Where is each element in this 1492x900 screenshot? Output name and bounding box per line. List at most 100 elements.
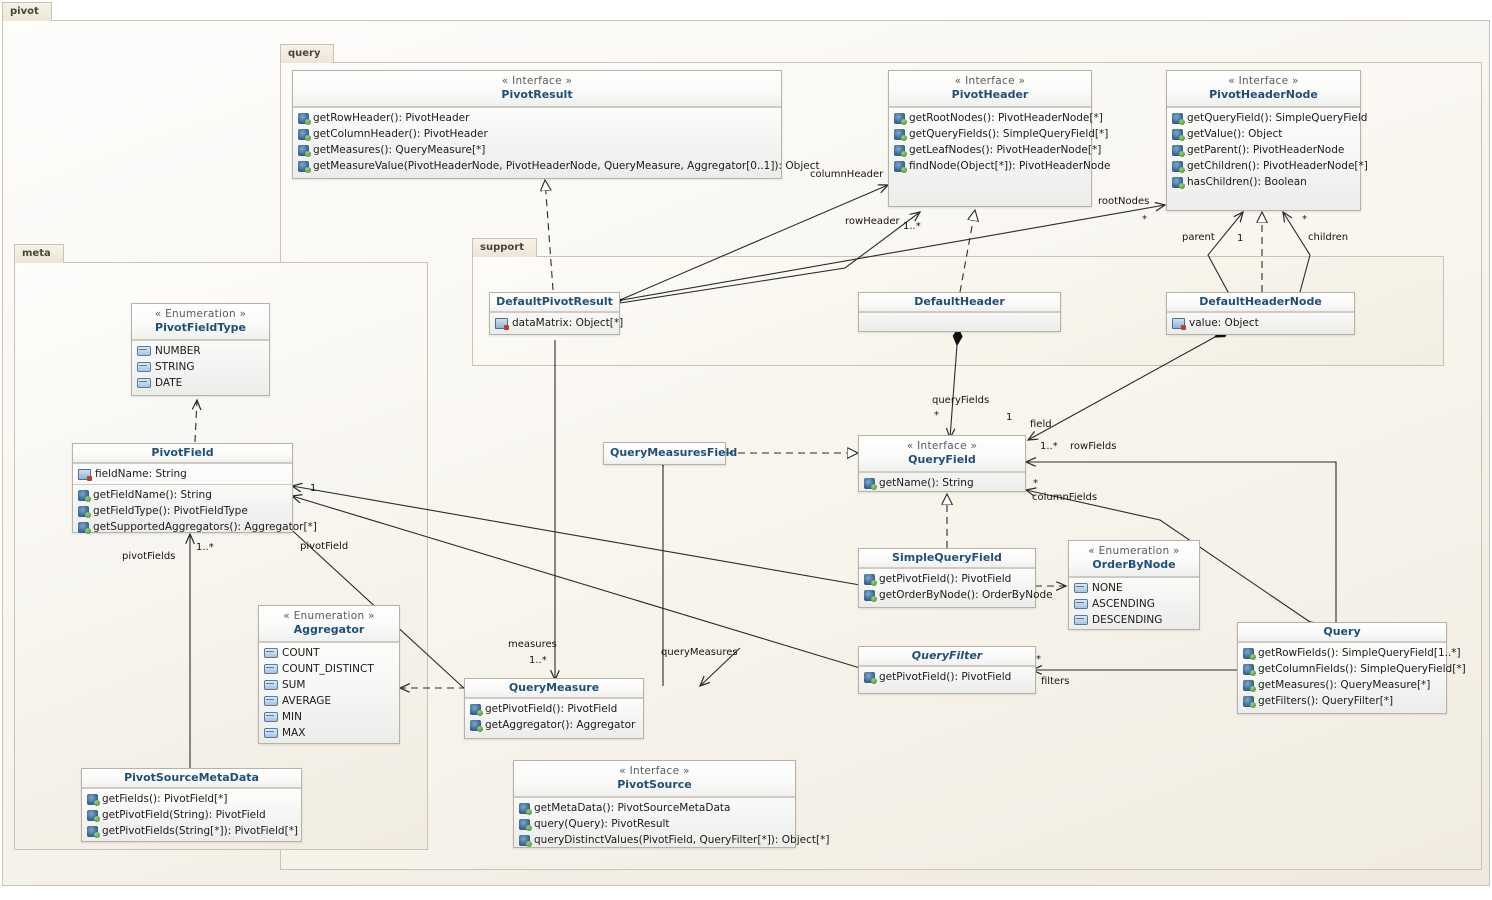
class-defaultheadernode[interactable]: DefaultHeaderNode value: Object (1166, 292, 1355, 335)
enum-literal-row: AVERAGE (259, 693, 399, 709)
class-pivotheader[interactable]: « Interface » PivotHeader getRootNodes()… (888, 70, 1110, 207)
class-aggregator[interactable]: « Enumeration » Aggregator COUNT COUNT_D… (258, 605, 400, 744)
enum-literal-row: MAX (259, 725, 399, 741)
edge-mult-measures: 1..* (529, 655, 547, 666)
class-header: « Interface » QueryField (859, 436, 1025, 472)
edge-label-queryfields: queryFields (932, 395, 990, 406)
class-queryfilter[interactable]: QueryFilter getPivotField(): PivotField (858, 646, 1036, 694)
operation-row: getFieldName(): String (73, 487, 292, 503)
class-pivotfield[interactable]: PivotField fieldName: String getFieldNam… (72, 443, 317, 534)
class-name: SimpleQueryField (892, 551, 1002, 564)
edge-mult-queryfields: * (934, 410, 939, 421)
class-defaultpivotresult[interactable]: DefaultPivotResult dataMatrix: Object[*] (489, 292, 623, 335)
class-pivotheadernode[interactable]: « Interface » PivotHeaderNode getQueryFi… (1166, 70, 1368, 211)
attribute-row: dataMatrix: Object[*] (490, 315, 623, 331)
operation-icon (864, 671, 877, 684)
operation-icon (470, 703, 483, 716)
enum-literal-row: DATE (132, 375, 269, 391)
stereotype: « Enumeration » (154, 308, 247, 320)
literals-section: NUMBER STRING DATE (132, 340, 269, 393)
edge-label-querymeasures: queryMeasures (661, 647, 738, 658)
class-header: Query (1238, 623, 1446, 642)
class-header: « Interface » PivotHeaderNode (1167, 71, 1360, 107)
operation-row: getRowFields(): SimpleQueryField[1..*] (1238, 645, 1461, 661)
enum-icon (264, 648, 278, 658)
class-name: PivotResult (501, 88, 573, 101)
operation-icon (78, 489, 91, 502)
operation-row: getFields(): PivotField[*] (82, 791, 301, 807)
class-pivotfieldtype[interactable]: « Enumeration » PivotFieldType NUMBER ST… (131, 303, 270, 396)
operation-row: query(Query): PivotResult (514, 816, 795, 832)
operation-icon (894, 144, 907, 157)
operation-icon (894, 112, 907, 125)
operation-row: getQueryFields(): SimpleQueryField[*] (889, 126, 1108, 142)
package-tab-meta: meta (14, 244, 64, 263)
attributes-section: fieldName: String (73, 463, 292, 484)
edge-mult-rowheader: 1..* (903, 221, 921, 232)
operation-icon (78, 521, 91, 534)
attributes-section: dataMatrix: Object[*] (490, 312, 623, 333)
stereotype: « Interface » (906, 440, 978, 452)
operation-row: getFilters(): QueryFilter[*] (1238, 693, 1446, 709)
class-querymeasuresfield[interactable]: QueryMeasuresField (603, 442, 737, 465)
enum-literal-row: NUMBER (132, 343, 269, 359)
class-header: QueryMeasuresField (604, 443, 737, 463)
operation-row: getLeafNodes(): PivotHeaderNode[*] (889, 142, 1101, 158)
class-defaultheader[interactable]: DefaultHeader (858, 292, 1061, 332)
edge-label-parent: parent (1182, 232, 1215, 243)
operation-row: getMetaData(): PivotSourceMetaData (514, 800, 795, 816)
operations-section: getFields(): PivotField[*] getPivotField… (82, 788, 301, 841)
operations-section: getRootNodes(): PivotHeaderNode[*] getQu… (889, 107, 1110, 176)
class-name: Query (1323, 625, 1361, 638)
enum-icon (1074, 599, 1088, 609)
class-header: « Enumeration » PivotFieldType (132, 304, 269, 340)
operation-row: getColumnHeader(): PivotHeader (293, 126, 781, 142)
class-header: SimpleQueryField (859, 549, 1035, 568)
class-name: PivotHeaderNode (1209, 88, 1318, 101)
edge-label-field: field (1030, 419, 1052, 430)
operation-icon (894, 160, 907, 173)
operation-icon (864, 477, 877, 490)
operation-icon (519, 802, 532, 815)
stereotype: « Interface » (501, 75, 573, 87)
operation-row: getMeasures(): QueryMeasure[*] (293, 142, 781, 158)
class-pivotsource[interactable]: « Interface » PivotSource getMetaData():… (513, 760, 829, 848)
operations-section: getQueryField(): SimpleQueryField getVal… (1167, 107, 1368, 192)
class-name: PivotSourceMetaData (124, 771, 259, 784)
class-querymeasure[interactable]: QueryMeasure getPivotField(): PivotField… (464, 678, 644, 739)
operation-icon (864, 573, 877, 586)
operation-icon (298, 112, 311, 125)
class-header: DefaultHeader (859, 293, 1060, 312)
operations-section: getPivotField(): PivotField getOrderByNo… (859, 568, 1053, 605)
enum-icon (137, 362, 151, 372)
attribute-icon (495, 317, 509, 330)
edge-label-pivotfields: pivotFields (122, 551, 176, 562)
operation-icon (1243, 647, 1256, 660)
class-pivotsourcemetadata[interactable]: PivotSourceMetaData getFields(): PivotFi… (81, 768, 302, 842)
operation-row: findNode(Object[*]): PivotHeaderNode (889, 158, 1110, 174)
class-queryfield[interactable]: « Interface » QueryField getName(): Stri… (858, 435, 1026, 492)
class-header: « Enumeration » Aggregator (259, 606, 399, 642)
operation-row: hasChildren(): Boolean (1167, 174, 1360, 190)
enum-icon (137, 346, 151, 356)
stereotype: « Enumeration » (1088, 545, 1180, 557)
class-name: Aggregator (293, 623, 365, 636)
edge-label-rowheader: rowHeader (845, 216, 900, 227)
class-orderbynode[interactable]: « Enumeration » OrderByNode NONE ASCENDI… (1068, 540, 1200, 630)
class-name: PivotHeader (951, 88, 1029, 101)
operation-row: getValue(): Object (1167, 126, 1360, 142)
enum-icon (1074, 583, 1088, 593)
operation-icon (298, 160, 311, 173)
class-header: QueryFilter (859, 647, 1035, 666)
class-header: « Interface » PivotResult (293, 71, 781, 107)
edge-label-columnheader: columnHeader (810, 169, 884, 180)
operation-row: getName(): String (859, 475, 1025, 491)
class-pivotresult[interactable]: « Interface » PivotResult getRowHeader()… (292, 70, 820, 179)
operation-icon (519, 834, 532, 847)
class-simplequeryfield[interactable]: SimpleQueryField getPivotField(): PivotF… (858, 548, 1053, 608)
operation-icon (1243, 695, 1256, 708)
class-query[interactable]: Query getRowFields(): SimpleQueryField[1… (1237, 622, 1466, 714)
operation-icon (78, 505, 91, 518)
operation-row: getPivotFields(String[*]): PivotField[*] (82, 823, 301, 839)
edge-mult-columnfields: * (1033, 478, 1038, 489)
